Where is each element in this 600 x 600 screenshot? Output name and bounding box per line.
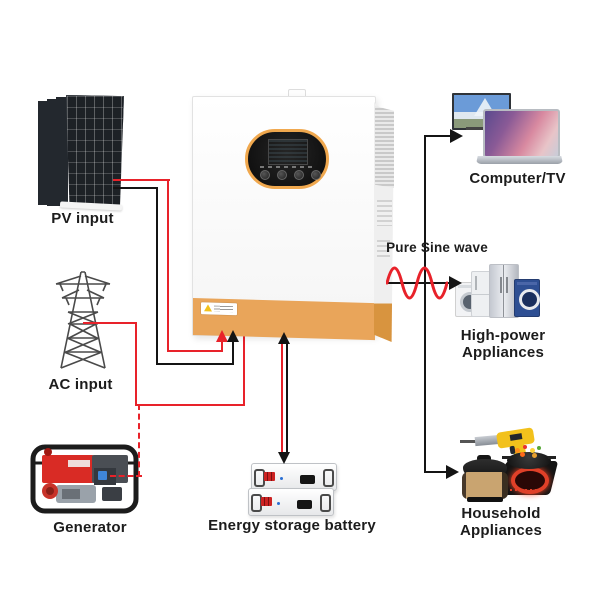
high-power-line2: Appliances [461,344,545,361]
wire-pv-red-h2 [167,350,223,352]
fridge-handle [506,277,508,293]
wire-battery-red [281,344,283,452]
fridge-handle [500,277,502,293]
wire-ac-red-v1 [135,322,137,406]
arrowhead-computer-icon [450,129,463,143]
wire-pv-red-v [167,179,169,352]
food-icon [537,446,541,450]
wire-generator-dashed-v [138,404,140,477]
solar-panel-icon [38,95,130,217]
wire-pv-red-h1 [113,179,170,181]
wire-generator-dashed-h [110,475,142,477]
inverter-button-4 [311,170,321,180]
energy-storage-battery-label: Energy storage battery [208,517,376,534]
induction-controls [510,489,538,491]
battery-led-icon [277,502,280,505]
battery-module-top [251,463,337,491]
arrowhead-sine-icon [449,276,462,290]
solar-panel-front [66,95,124,207]
sine-wave-icon [386,266,448,300]
laptop-base [476,156,563,164]
battery-plug-icon [300,475,315,484]
induction-cooker-icon [497,459,559,497]
high-power-appliances-label: High-power Appliances [443,327,563,361]
drill-bit [460,440,477,443]
battery-connector-icon [261,497,272,506]
battery-plug-icon [297,500,312,509]
washer-door-icon [519,289,540,310]
arrowhead-battery-down-icon [278,452,290,464]
wire-pv-black-h2 [156,363,234,365]
inverter-side-sticker [377,200,392,226]
wire-pv-red-stem [221,341,223,352]
arrowhead-pv-black-icon [227,330,239,342]
wire-pv-black-stem [232,342,234,365]
battery-led-icon [280,477,283,480]
laptop-icon [483,109,560,158]
wok-icon [502,445,556,470]
cooker-body [462,472,508,499]
cooker-lid [463,459,507,476]
pv-input-label: PV input [51,210,114,227]
drill-icon [458,425,542,467]
wok-handle [502,456,510,459]
wire-battery-black [286,344,288,452]
power-tower-icon [55,271,111,369]
inverter-button-3 [294,170,304,180]
cooker-base [467,497,503,502]
food-icon [530,448,535,453]
inverter-heatsink-icon [375,106,394,188]
cooker-handle [477,455,491,462]
inverter-display [245,129,329,189]
food-icon [520,452,525,457]
high-power-line1: High-power [460,327,546,344]
wire-household-h [424,471,446,473]
inverter-image [192,96,376,341]
wire-ac-red-v2 [243,336,245,406]
wire-distribution-v [424,135,426,473]
rice-cooker-icon [462,455,508,505]
ac-input-label: AC input [48,376,113,393]
household-line1: Household [461,505,541,522]
wire-computer-h [424,135,450,137]
generator-icon [30,444,139,514]
tv-stand [466,127,490,130]
battery-module-bottom [248,488,334,516]
warning-sticker-icon [201,302,237,316]
wok-pan [507,452,551,469]
fridge-split [472,294,494,295]
wire-ac-red-h1 [83,322,137,324]
warning-text-lines [214,305,233,313]
battery-handle-icon [323,469,334,487]
food-icon [515,448,520,453]
fridge-handle [475,276,477,290]
washing-machine-blue-icon [514,279,540,317]
wok-handle [548,456,556,459]
generator-label: Generator [53,519,127,536]
washer-panel [458,285,476,288]
pure-sine-wave-label: Pure Sine wave [386,240,488,255]
computer-tv-label: Computer/TV [469,170,566,187]
inverter-button-labels [260,166,314,168]
washer-panel [517,282,537,285]
battery-connector-icon [264,472,275,481]
household-line2: Appliances [459,522,543,539]
food-icon [532,453,537,458]
wire-pv-black-h1 [113,187,158,189]
household-appliances-label: Household Appliances [441,505,561,539]
food-icon [523,445,527,449]
induction-heat-ring [511,467,549,494]
wire-pv-black-v [156,187,158,365]
arrowhead-pv-red-icon [216,330,228,342]
inverter-button-2 [277,170,287,180]
warning-triangle-icon [204,304,212,312]
inverter-side-sticker [377,240,390,258]
inverter-button-1 [260,170,270,180]
inverter-lcd-screen [268,139,308,165]
wire-ac-red-h2 [135,404,245,406]
arrowhead-household-icon [446,465,459,479]
fridge-split [503,265,504,317]
battery-handle-icon [320,494,331,512]
arrowhead-battery-up-icon [278,332,290,344]
